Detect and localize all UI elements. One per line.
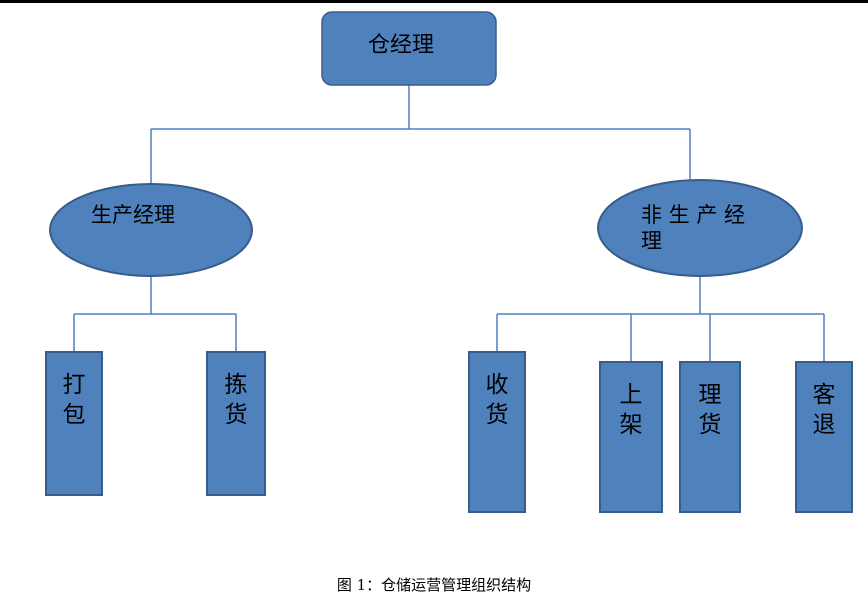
leaf-node-label: 退 [813,412,836,438]
leaf-node-label: 打 [63,372,86,398]
connectors [73,85,825,362]
leaf-node [679,361,741,513]
leaf-node-label: 上 [620,382,643,408]
leaf-node-label: 收 [486,372,509,398]
leaf-node-label: 理 [699,382,722,408]
leaf-node-label: 货 [486,402,509,428]
leaf-node-label: 客 [813,382,836,408]
leaf-node-label: 货 [225,402,248,428]
leaf-node [599,361,663,513]
leaf-node [468,351,526,513]
leaf-node [206,351,266,496]
branch-node-label: 理 [641,229,662,253]
branch-node [49,183,253,277]
branch-node [597,179,803,277]
root-node-label: 仓经理 [368,33,434,58]
leaf-node [45,351,103,496]
root-node [321,11,497,86]
leaf-node-label: 架 [620,412,643,438]
leaf-node-label: 货 [699,412,722,438]
leaf-node-label: 包 [63,402,86,428]
branch-node-label: 生产经理 [91,203,175,227]
figure-caption: 图 1：仓储运营管理组织结构 [336,576,532,594]
branch-node-label: 非 生 产 经 [641,203,745,227]
leaf-node [795,361,853,513]
top-rule [0,0,868,3]
leaf-node-label: 拣 [225,372,248,398]
